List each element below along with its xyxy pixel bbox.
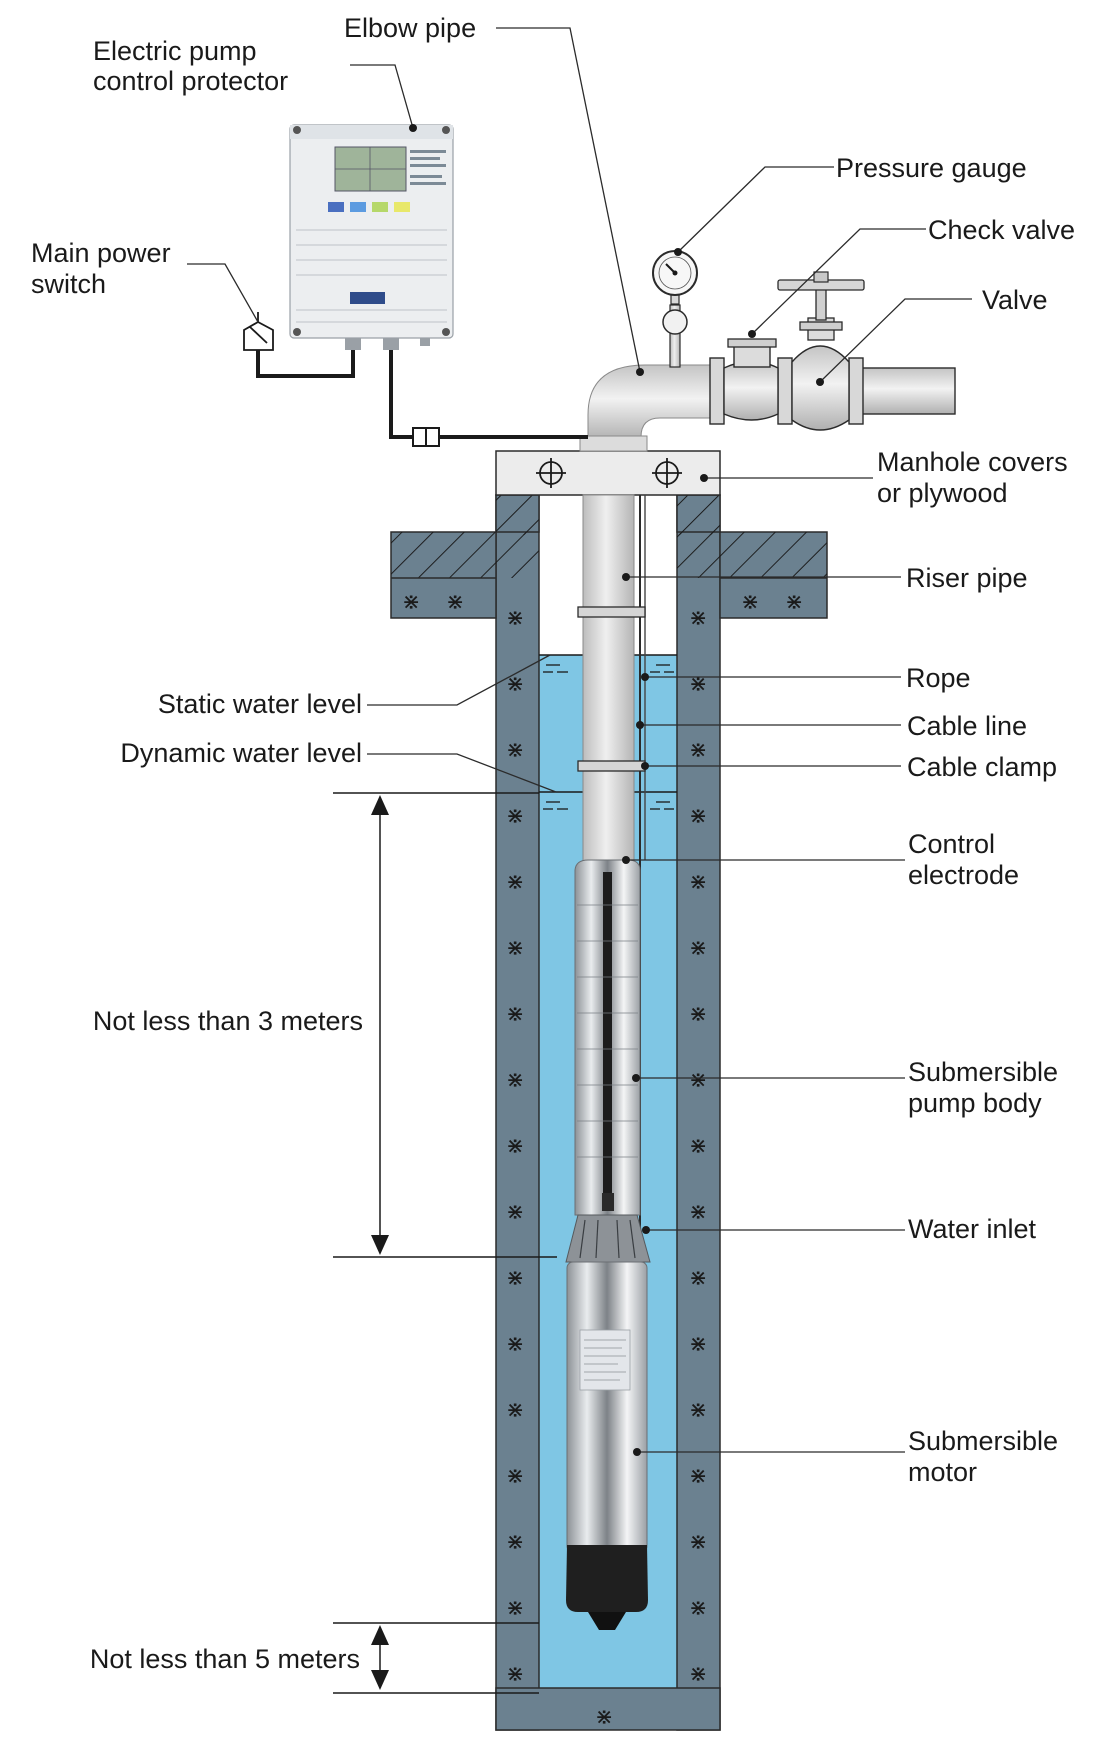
well-wall-right <box>676 494 721 1731</box>
cross-hatch-mark: ⋇ <box>689 1002 707 1027</box>
dimension-5m <box>333 1622 539 1694</box>
labels: Electric pump control protector Elbow pi… <box>31 13 1075 1674</box>
label-control-electrode-2: electrode <box>908 860 1019 890</box>
cross-hatch-mark: ⋇ <box>506 738 524 763</box>
label-not-less-5m: Not less than 5 meters <box>90 1644 360 1674</box>
collar-left-hatch <box>496 495 539 535</box>
cross-hatch-mark: ⋇ <box>506 936 524 961</box>
cross-hatch-mark: ⋇ <box>689 738 707 763</box>
slab-left-hatch <box>391 532 539 578</box>
cross-hatch-mark: ⋇ <box>689 606 707 631</box>
label-cable-clamp: Cable clamp <box>907 752 1057 782</box>
cross-hatch-mark: ⋇ <box>689 1530 707 1555</box>
cross-hatch-mark: ⋇ <box>689 804 707 829</box>
cross-hatch-mark: ⋇ <box>506 1530 524 1555</box>
cross-hatch-mark: ⋇ <box>506 1596 524 1621</box>
label-water-inlet: Water inlet <box>908 1214 1037 1244</box>
label-static-water-level: Static water level <box>158 689 362 719</box>
label-main-power-switch-2: switch <box>31 269 106 299</box>
label-riser-pipe: Riser pipe <box>906 563 1028 593</box>
gate-valve <box>777 271 865 431</box>
cross-hatch-mark: ⋇ <box>506 804 524 829</box>
dimension-3m <box>333 792 557 1258</box>
label-valve: Valve <box>982 285 1048 315</box>
leader-lines <box>187 27 972 1453</box>
cross-hatch-mark: ⋇ <box>689 1662 707 1687</box>
label-main-power-switch-1: Main power <box>31 238 171 268</box>
cross-hatch-mark: ⋇ <box>506 1002 524 1027</box>
label-control-electrode-1: Control <box>908 829 995 859</box>
cross-hatch-mark: ⋇ <box>506 1464 524 1489</box>
pressure-gauge-icon <box>652 250 698 368</box>
cross-hatch-mark: ⋇ <box>595 1705 613 1730</box>
label-pump-body-1: Submersible <box>908 1057 1058 1087</box>
cross-hatch-mark: ⋇ <box>689 1134 707 1159</box>
well-bottom <box>495 1687 721 1731</box>
cross-hatch-mark: ⋇ <box>689 870 707 895</box>
label-pump-body-2: pump body <box>908 1088 1042 1118</box>
label-control-protector-2: control protector <box>93 66 288 96</box>
cable-clamp-lower <box>577 760 646 772</box>
label-not-less-3m: Not less than 3 meters <box>93 1006 363 1036</box>
cross-hatch-mark: ⋇ <box>741 590 759 615</box>
cross-hatch-mark: ⋇ <box>506 1662 524 1687</box>
wiring <box>256 345 588 439</box>
label-pressure-gauge: Pressure gauge <box>836 153 1027 183</box>
slab-right-hatch <box>677 532 827 578</box>
elbow-pipe <box>587 364 713 441</box>
cross-hatch-mark: ⋇ <box>689 1200 707 1225</box>
label-dynamic-water-level: Dynamic water level <box>120 738 362 768</box>
manhole-cover <box>495 450 721 496</box>
label-rope: Rope <box>906 663 971 693</box>
cross-hatch-mark: ⋇ <box>689 1332 707 1357</box>
label-manhole-covers-2: or plywood <box>877 478 1008 508</box>
surface-pipework <box>579 250 956 452</box>
collar-right-hatch <box>677 495 720 535</box>
wall-texture-marks: ⋇ ⋇ ⋇ ⋇ ⋇ ⋇ ⋇ ⋇ ⋇ ⋇ ⋇ ⋇ ⋇ ⋇ ⋇ ⋇ ⋇ ⋇ ⋇ ⋇ ⋇ ⋇ ⋇ ⋇ ⋇ ⋇ ⋇ ⋇ ⋇ ⋇ ⋇ ⋇ ⋇ ⋇ ⋇ <box>506 606 707 1730</box>
cross-hatch-mark: ⋇ <box>689 1596 707 1621</box>
cross-hatch-mark: ⋇ <box>689 1398 707 1423</box>
cross-hatch-mark: ⋇ <box>689 672 707 697</box>
water-left-channel <box>539 655 585 795</box>
cross-hatch-mark: ⋇ <box>402 590 420 615</box>
cross-hatch-mark: ⋇ <box>506 1332 524 1357</box>
check-valve <box>723 338 779 421</box>
leader-dots <box>409 124 824 1456</box>
cross-hatch-mark: ⋇ <box>506 1398 524 1423</box>
cross-hatch-mark: ⋇ <box>506 1266 524 1291</box>
label-check-valve: Check valve <box>928 215 1075 245</box>
submersible-pump-body <box>565 859 651 1263</box>
cross-hatch-mark: ⋇ <box>689 1266 707 1291</box>
label-elbow-pipe: Elbow pipe <box>344 13 476 43</box>
elbow-base-flange <box>579 435 648 452</box>
label-motor-1: Submersible <box>908 1426 1058 1456</box>
cross-hatch-mark: ⋇ <box>446 590 464 615</box>
cross-hatch-mark: ⋇ <box>506 606 524 631</box>
cross-hatch-mark: ⋇ <box>785 590 803 615</box>
cross-hatch-mark: ⋇ <box>506 1068 524 1093</box>
cross-hatch-mark: ⋇ <box>506 672 524 697</box>
submersible-motor <box>566 1261 648 1630</box>
label-manhole-covers-1: Manhole covers <box>877 447 1068 477</box>
cable-clamp-upper <box>577 606 646 618</box>
cross-hatch-mark: ⋇ <box>506 1134 524 1159</box>
cross-hatch-mark: ⋇ <box>689 1068 707 1093</box>
label-cable-line: Cable line <box>907 711 1027 741</box>
cross-hatch-mark: ⋇ <box>689 936 707 961</box>
cross-hatch-mark: ⋇ <box>689 1464 707 1489</box>
cross-hatch-mark: ⋇ <box>506 870 524 895</box>
label-motor-2: motor <box>908 1457 977 1487</box>
power-switch-icon <box>243 312 274 351</box>
control-box-icon <box>289 124 454 350</box>
label-control-protector-1: Electric pump <box>93 36 257 66</box>
cross-hatch-mark: ⋇ <box>506 1200 524 1225</box>
riser-pipe <box>582 494 635 863</box>
